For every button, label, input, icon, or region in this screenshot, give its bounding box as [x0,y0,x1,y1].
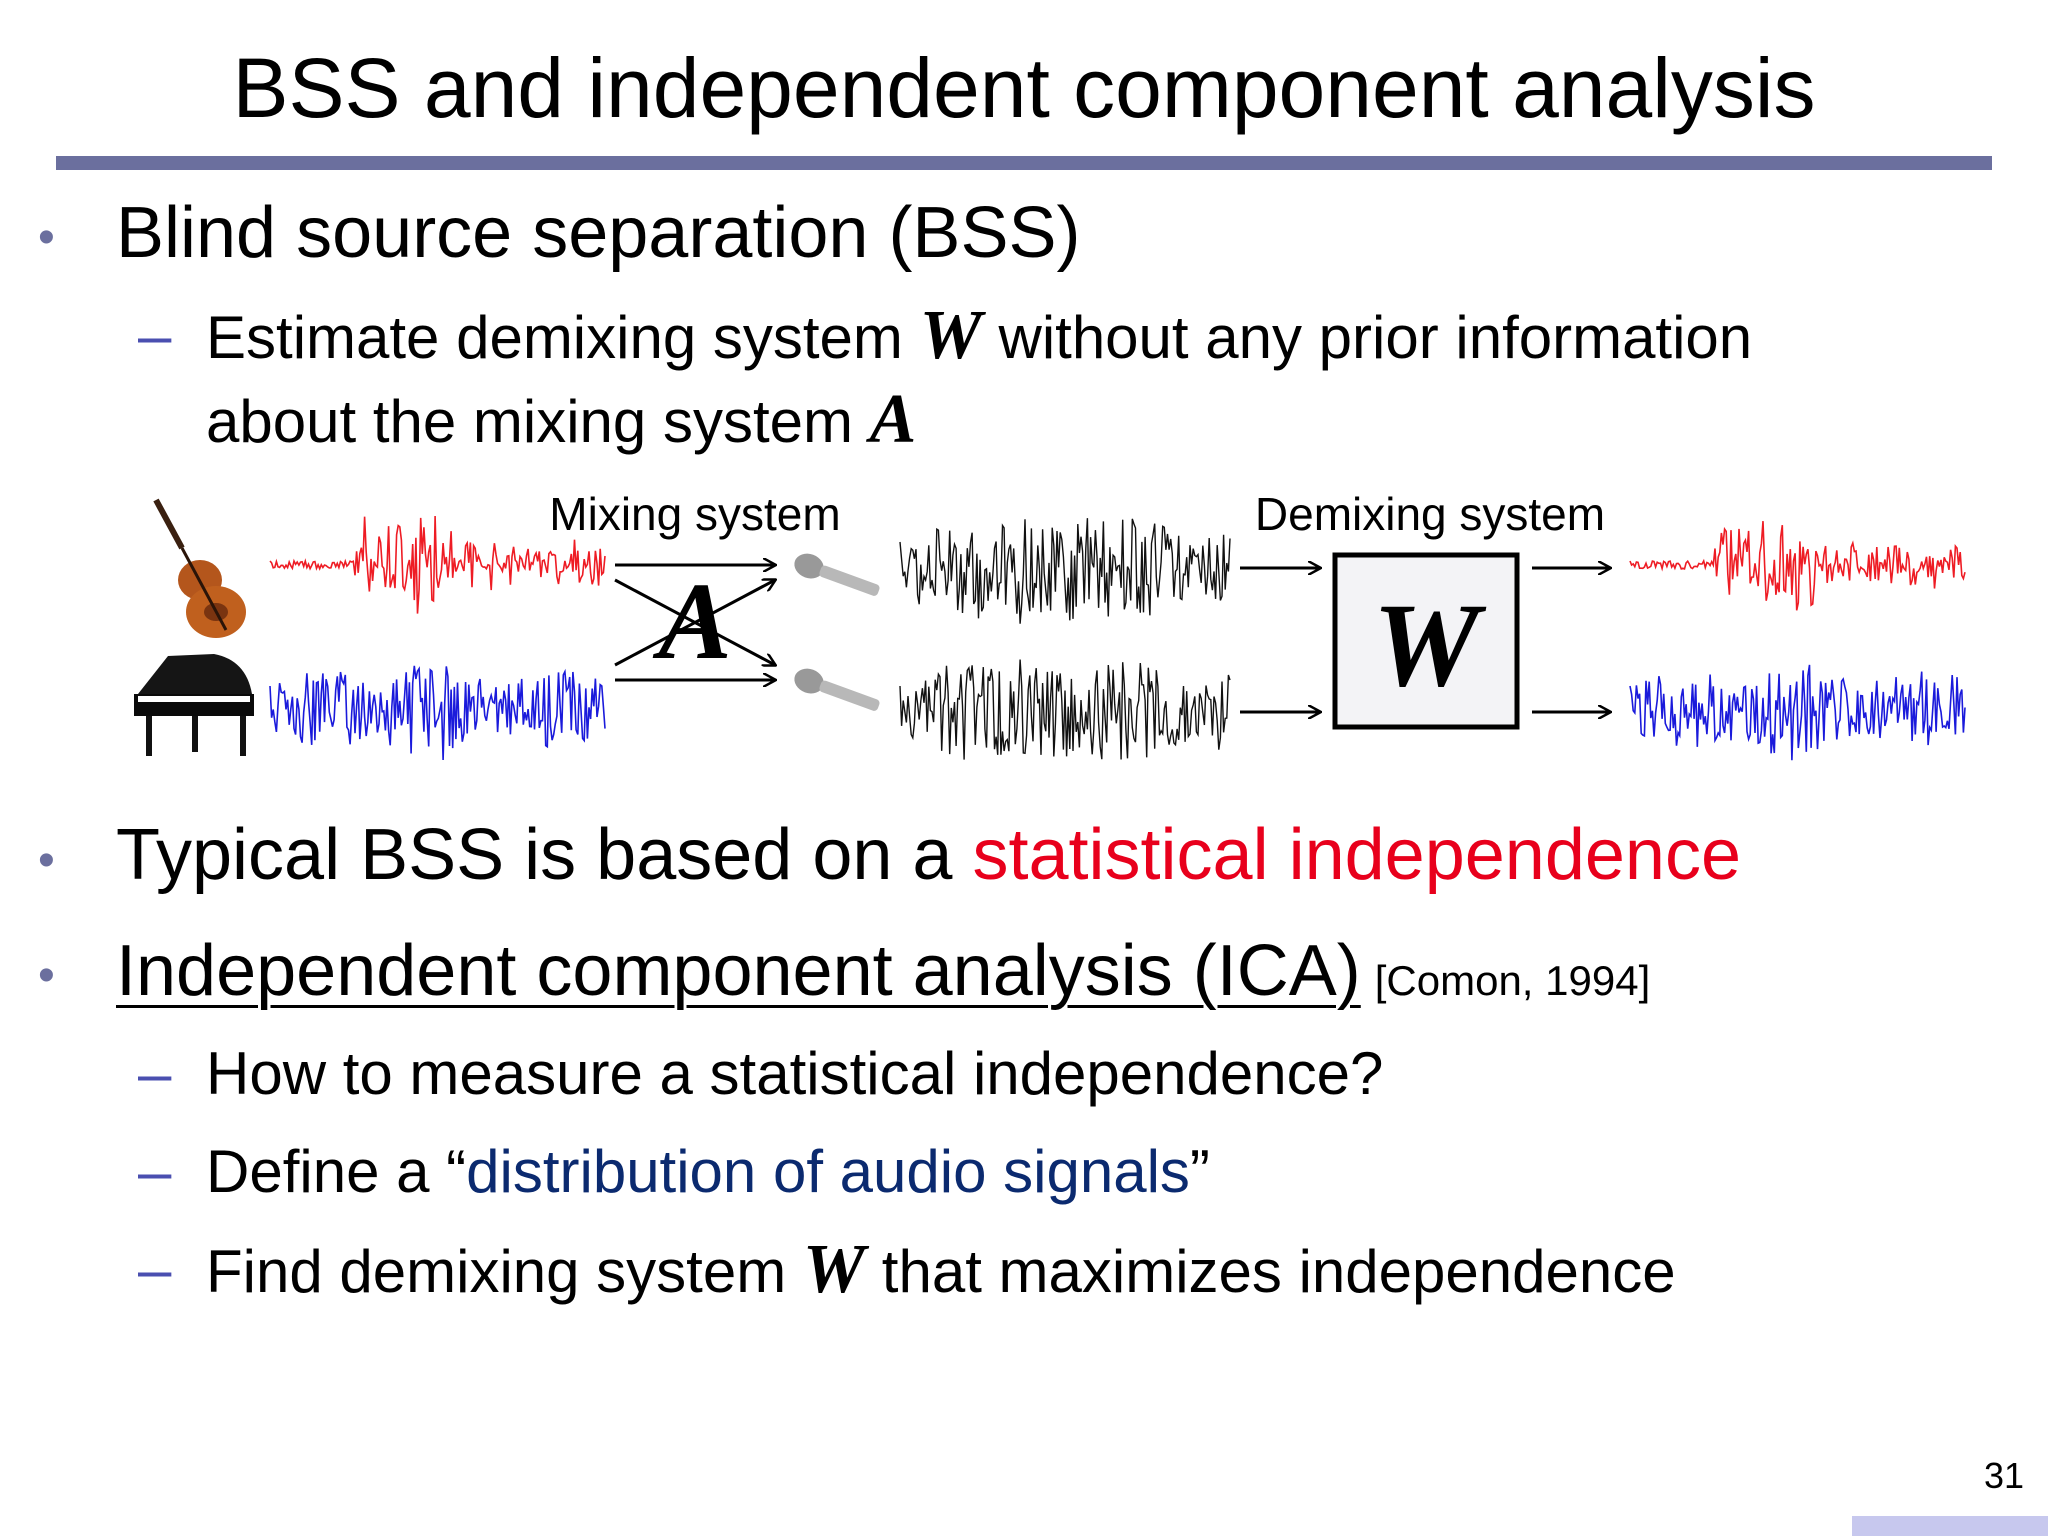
footer-accent-bar [1852,1516,2048,1536]
bullet-marker: • [38,834,55,887]
violin-icon [153,498,246,638]
text: about the mixing system [206,388,870,455]
demixing-input-arrows [1240,568,1320,712]
sub-bullet-marker: – [138,1138,172,1205]
bss-diagram: Mixing system Demixing system A [134,488,1966,761]
text: Define a “ [206,1138,467,1205]
mixing-arrows [614,565,775,680]
piano-icon [134,654,254,756]
mixing-matrix-a: A [652,560,731,682]
separated-waveform-violin [1629,521,1966,611]
microphone-icon [794,553,880,596]
bullet-typical-bss: Typical BSS is based on a statistical in… [116,812,1741,898]
page-number: 31 [1983,1455,2024,1496]
bullet-ica: Independent component analysis (ICA) [Com… [116,928,1650,1024]
var-w: W [802,1231,866,1308]
bullet-marker: • [38,949,55,1002]
slide-title: BSS and independent component analysis [232,41,1816,135]
text: Estimate demixing system [206,304,920,371]
microphone-icon [794,668,880,711]
source-waveform-violin [269,515,606,614]
text: without any prior information [981,304,1753,371]
source-waveform-piano [269,665,606,761]
demixing-matrix-w: W [1373,578,1487,711]
text: Typical BSS is based on a [116,815,973,895]
text: ” [1189,1138,1210,1205]
mixed-waveform-2 [899,659,1231,760]
sub-bullet-estimate-line2: about the mixing system A [206,380,916,462]
sub-bullet-define: Define a “distribution of audio signals” [206,1132,1210,1212]
separated-waveform-piano [1629,664,1966,761]
highlight-distribution: distribution of audio signals [466,1138,1190,1205]
title-divider [56,156,1992,170]
highlight-statistical-independence: statistical independence [972,815,1741,895]
text: Find demixing system [206,1238,803,1305]
sub-bullet-marker: – [138,1040,172,1107]
sub-bullet-find: Find demixing system W that maximizes in… [206,1230,1676,1312]
demixing-box [1332,552,1520,730]
demixing-output-arrows [1532,568,1610,712]
sub-bullet-marker: – [138,302,172,369]
bullet-bss: Blind source separation (BSS) [116,193,1081,273]
mixed-waveform-1 [899,518,1231,624]
sub-bullet-measure: How to measure a statistical independenc… [206,1040,1384,1107]
ica-heading: Independent component analysis (ICA) [116,931,1361,1011]
var-w: W [919,297,982,374]
sub-bullet-estimate-line1: Estimate demixing system W without any p… [206,296,1752,378]
mixing-system-label: Mixing system [549,488,840,540]
citation: [Comon, 1994] [1374,957,1651,1004]
var-a: A [869,381,917,458]
sub-bullet-marker: – [138,1236,172,1303]
text: that maximizes independence [865,1238,1676,1305]
demixing-system-label: Demixing system [1255,488,1605,540]
bullet-marker: • [38,211,55,264]
